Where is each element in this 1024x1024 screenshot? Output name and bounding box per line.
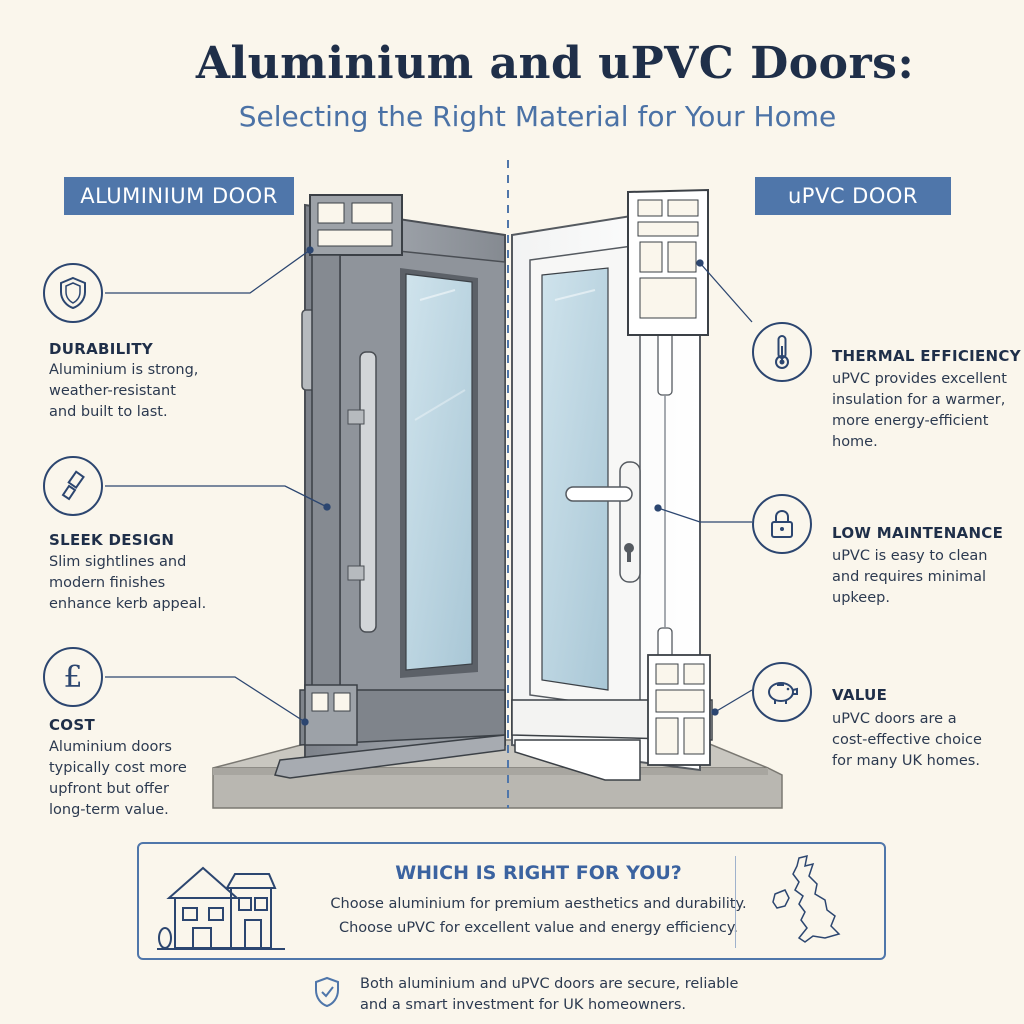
page-title: Aluminium and uPVC Doors: bbox=[195, 38, 915, 89]
shield-icon bbox=[43, 263, 103, 323]
page-subtitle: Selecting the Right Material for Your Ho… bbox=[238, 100, 837, 133]
aluminium-door-label: ALUMINIUM DOOR bbox=[64, 177, 294, 215]
feature-text-sleek-design: Slim sightlines and modern finishes enha… bbox=[49, 554, 207, 612]
feature-title-value: VALUE bbox=[832, 686, 888, 704]
callout-lines bbox=[105, 246, 753, 726]
recommendation-box: WHICH IS RIGHT FOR YOU? Choose aluminium… bbox=[137, 842, 886, 960]
feature-text-thermal-efficiency: uPVC provides excellent insulation for a… bbox=[832, 371, 1007, 450]
feature-title-thermal-efficiency: THERMAL EFFICIENCY bbox=[832, 347, 1021, 365]
pound-icon: £ bbox=[43, 647, 103, 707]
feature-text-value: uPVC doors are a cost-effective choice f… bbox=[832, 711, 982, 769]
house-icon bbox=[157, 866, 285, 950]
paintbrush-icon bbox=[43, 456, 103, 516]
recommendation-line-aluminium: Choose aluminium for premium aesthetics … bbox=[330, 896, 747, 912]
recommendation-heading: WHICH IS RIGHT FOR YOU? bbox=[395, 862, 682, 884]
upvc-door-label: uPVC DOOR bbox=[755, 177, 951, 215]
footer-text: Both aluminium and uPVC doors are secure… bbox=[360, 976, 739, 1013]
padlock-icon bbox=[752, 494, 812, 554]
feature-title-durability: DURABILITY bbox=[49, 340, 154, 358]
feature-text-low-maintenance: uPVC is easy to clean and requires minim… bbox=[832, 548, 988, 606]
uk-map-icon bbox=[772, 854, 841, 943]
aluminium-door bbox=[274, 194, 506, 779]
feature-text-cost: Aluminium doors typically cost more upfr… bbox=[49, 739, 187, 818]
feature-text-durability: Aluminium is strong, weather-resistant a… bbox=[49, 362, 199, 420]
feature-title-cost: COST bbox=[49, 716, 95, 734]
box-divider bbox=[735, 856, 736, 948]
piggy-bank-icon bbox=[752, 662, 812, 722]
recommendation-line-upvc: Choose uPVC for excellent value and ener… bbox=[338, 920, 738, 936]
shield-check-icon bbox=[313, 976, 341, 1012]
feature-title-sleek-design: SLEEK DESIGN bbox=[49, 531, 175, 549]
upvc-door bbox=[511, 188, 713, 781]
thermometer-icon bbox=[752, 322, 812, 382]
feature-title-low-maintenance: LOW MAINTENANCE bbox=[832, 524, 1004, 542]
